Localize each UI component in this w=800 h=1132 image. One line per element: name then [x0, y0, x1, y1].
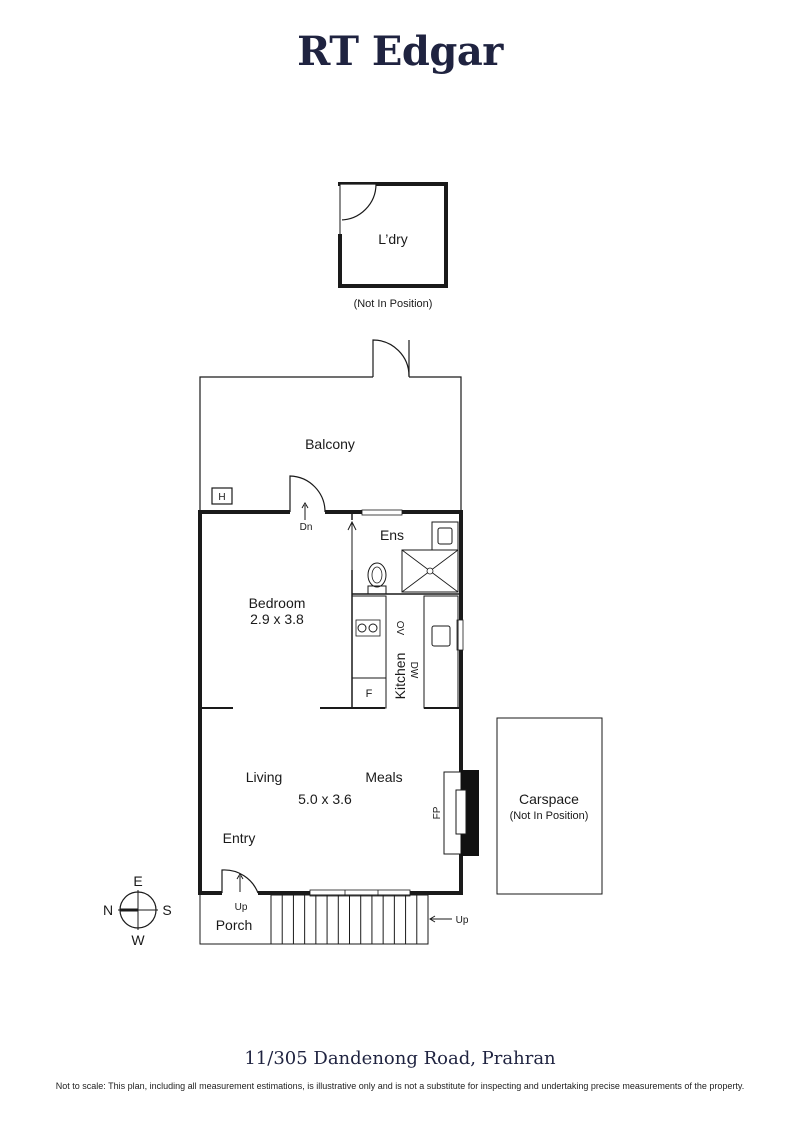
- porch: Porch: [199, 895, 271, 945]
- disclaimer: Not to scale: This plan, including all m…: [55, 1081, 745, 1091]
- heater-label: H: [218, 492, 225, 503]
- shower: [401, 549, 459, 593]
- porch-stairs: [270, 894, 429, 945]
- entry-stairs-label: Up: [235, 902, 248, 913]
- carspace-note: (Not In Position): [510, 810, 589, 822]
- kitchen: F OV Kitchen DW: [351, 595, 459, 709]
- balcony: Balcony H: [199, 339, 462, 512]
- oven-label: OV: [394, 621, 405, 636]
- stairs-down-label: Dn: [300, 522, 313, 533]
- balcony-label: Balcony: [305, 436, 355, 452]
- heater-box: [211, 487, 233, 505]
- compass-east: E: [133, 873, 142, 889]
- fridge-label: F: [366, 688, 373, 700]
- kitchen-label: Kitchen: [392, 653, 408, 700]
- toilet: [367, 562, 387, 595]
- compass-west: W: [131, 932, 145, 948]
- compass-north: N: [103, 902, 113, 918]
- entry-label: Entry: [223, 830, 256, 846]
- porch-label: Porch: [216, 917, 253, 933]
- porch-stairs-label: Up: [456, 915, 469, 926]
- laundry-label: L’dry: [378, 231, 408, 247]
- living-size: 5.0 x 3.6: [298, 791, 352, 807]
- vanity: [431, 521, 459, 551]
- carspace-label: Carspace: [519, 791, 579, 807]
- fireplace-label: FP: [432, 806, 443, 819]
- fireplace: FP: [432, 770, 479, 856]
- bedroom-size: 2.9 x 3.8: [250, 611, 304, 627]
- laundry-room: L’dry: [338, 182, 448, 288]
- living-label: Living: [246, 769, 283, 785]
- property-address: 11/305 Dandenong Road, Prahran: [244, 1048, 556, 1069]
- compass-south: S: [162, 902, 171, 918]
- meals-label: Meals: [365, 769, 402, 785]
- brand-logo: RT Edgar: [297, 28, 503, 75]
- outer-walls: [198, 509, 464, 897]
- dishwasher-label: DW: [408, 662, 419, 679]
- bedroom-label: Bedroom: [249, 595, 306, 611]
- ensuite-label: Ens: [380, 527, 404, 543]
- laundry-note: (Not In Position): [354, 298, 433, 310]
- interior-walls: [200, 514, 461, 709]
- compass: E N S W: [103, 873, 172, 948]
- carspace: Carspace (Not In Position): [496, 717, 603, 895]
